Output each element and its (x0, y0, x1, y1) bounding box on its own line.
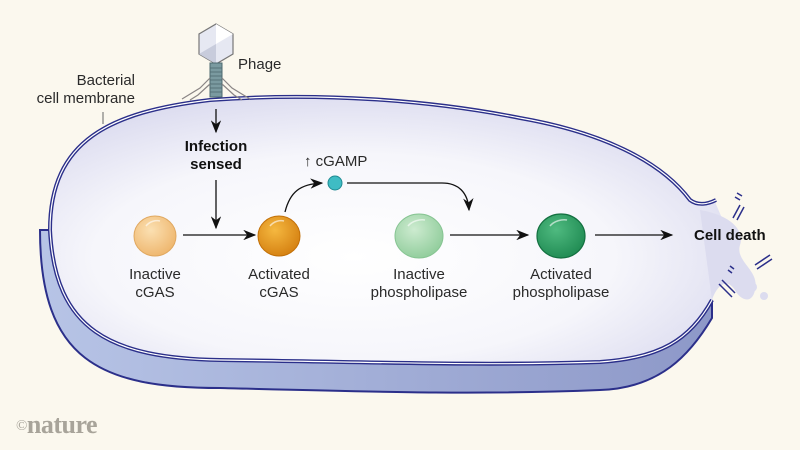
phage-icon (181, 23, 251, 101)
activated-phospholipase-line2: phospholipase (512, 284, 610, 301)
activated-phospholipase-label: Activated phospholipase (501, 266, 621, 302)
membrane-label: Bacterial cell membrane (20, 72, 135, 108)
infection-sensed-label: Infection sensed (166, 138, 266, 174)
inactive-cgas-line2: cGAS (135, 284, 175, 301)
arrow-cgamp-to-phospholipase (347, 182, 474, 212)
logo-text: nature (26, 410, 98, 439)
copyright-icon: © (16, 418, 27, 434)
activated-cgas-icon (257, 215, 301, 257)
activated-cgas-label: Activated cGAS (229, 266, 329, 302)
cell-death-label: Cell death (694, 227, 766, 244)
inactive-cgas-line1: Inactive (129, 266, 181, 283)
activated-cgas-line2: cGAS (259, 284, 299, 301)
activated-phospholipase-line1: Activated (530, 266, 592, 283)
nature-logo: ©nature (16, 410, 98, 440)
inactive-phospholipase-line2: phospholipase (370, 284, 468, 301)
inactive-cgas-label: Inactive cGAS (105, 266, 205, 302)
inactive-cgas-icon (133, 215, 177, 257)
membrane-fragments (718, 192, 773, 298)
membrane-label-line2: cell membrane (36, 90, 135, 107)
inactive-phospholipase-label: Inactive phospholipase (359, 266, 479, 302)
cytoplasm-leak (700, 210, 768, 300)
activated-phospholipase-icon (536, 213, 586, 259)
inactive-phospholipase-line1: Inactive (393, 266, 445, 283)
inactive-phospholipase-icon (394, 213, 444, 259)
activated-cgas-line1: Activated (248, 266, 310, 283)
infection-label-line1: Infection (184, 138, 248, 155)
arrow-cgas-to-cgamp (284, 178, 324, 213)
bacterial-cell (50, 96, 725, 364)
infection-label-line2: sensed (190, 156, 242, 173)
cgamp-icon (327, 175, 343, 191)
phage-label: Phage (238, 56, 282, 73)
membrane-label-line1: Bacterial (76, 72, 135, 89)
cgamp-label: ↑ cGAMP (304, 153, 368, 170)
